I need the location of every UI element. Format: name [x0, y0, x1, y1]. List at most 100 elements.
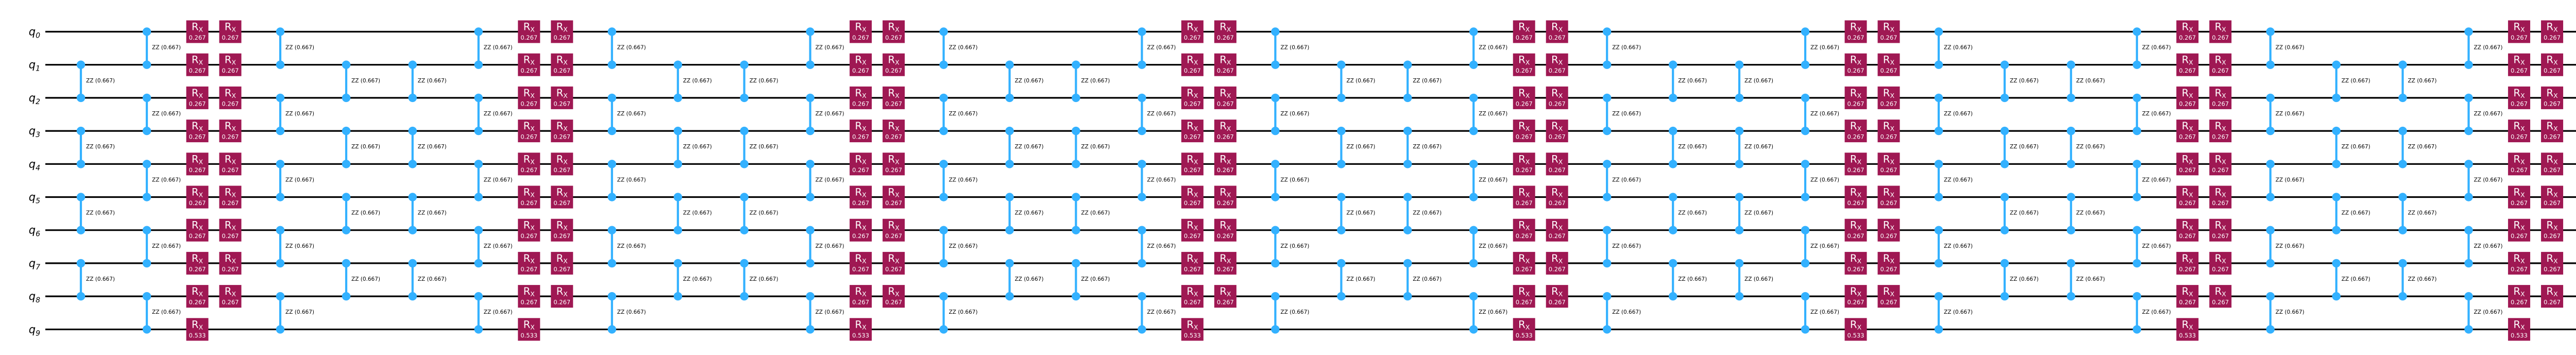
rzz-gate-q0-q1: ZZ (0.667): [276, 27, 314, 69]
rx-gate-q9: RX0.533: [2176, 318, 2199, 341]
rzz-control-dot: [1469, 226, 1478, 234]
rzz-gate-q7-q8: ZZ (0.667): [1337, 259, 1375, 301]
rx-box: [2508, 318, 2531, 341]
rx-angle-value: 0.267: [520, 166, 537, 174]
rx-box: [1513, 86, 1535, 109]
rx-gate-label: RX: [2182, 252, 2194, 265]
rx-gate-q0: RX0.267: [2209, 20, 2232, 43]
rx-gate-label: RX: [2182, 285, 2194, 298]
rx-box: [1513, 218, 1535, 242]
rx-box: [1877, 120, 1900, 143]
rzz-control-dot: [673, 259, 683, 268]
rx-box: [1513, 185, 1535, 209]
rx-box: [186, 285, 209, 308]
rx-gate-q8: RX0.267: [1513, 285, 1535, 308]
rx-box: [186, 251, 209, 275]
rzz-gate-q7-q8: ZZ (0.667): [1005, 259, 1044, 301]
rzz-control-dot: [142, 292, 151, 301]
rzz-gate-q2-q3: ZZ (0.667): [2132, 93, 2171, 136]
rx-gate-label: RX: [888, 252, 900, 265]
rzz-gate-q0-q1: ZZ (0.667): [939, 27, 978, 69]
rx-gate-label: RX: [523, 252, 535, 265]
rx-gate-label: RX: [1187, 252, 1198, 265]
rzz-control-dot: [2066, 226, 2075, 234]
rx-box: [1546, 120, 1568, 143]
rx-box: [2508, 53, 2531, 76]
rzz-angle-label: ZZ (0.667): [1744, 144, 1773, 150]
rx-angle-value: 0.267: [1880, 67, 1897, 74]
rzz-gate-q2-q3: ZZ (0.667): [806, 93, 844, 136]
rx-box: [2176, 153, 2199, 176]
rzz-angle-label: ZZ (0.667): [949, 177, 978, 183]
rzz-gate-q4-q5: ZZ (0.667): [1801, 160, 1839, 201]
rzz-control-dot: [607, 193, 617, 201]
rx-gate-q8: RX0.267: [1844, 285, 1867, 308]
rzz-control-dot: [2464, 226, 2473, 234]
rx-angle-value: 0.267: [1549, 199, 1566, 207]
rzz-gate-q1-q2: ZZ (0.667): [342, 60, 380, 103]
rx-gate-q4: RX0.267: [518, 153, 540, 176]
rzz-angle-label: ZZ (0.667): [1280, 243, 1309, 249]
rzz-angle-label: ZZ (0.667): [1612, 309, 1641, 315]
rx-gate-label: RX: [1850, 54, 1862, 66]
rx-gate-label: RX: [2547, 187, 2558, 199]
rx-gate-label: RX: [855, 120, 867, 132]
rzz-control-dot: [607, 93, 617, 103]
rzz-control-dot: [1271, 292, 1280, 301]
rzz-control-dot: [2398, 259, 2407, 268]
rzz-control-dot: [2464, 193, 2473, 201]
rzz-control-dot: [806, 93, 815, 103]
rx-gate-q5: RX0.267: [186, 185, 209, 209]
rzz-gate-q3-q4: ZZ (0.667): [1669, 126, 1707, 168]
rzz-control-dot: [2066, 93, 2075, 103]
rzz-angle-label: ZZ (0.667): [351, 144, 380, 150]
rx-gate-q7: RX0.267: [850, 251, 872, 275]
rzz-angle-label: ZZ (0.667): [750, 144, 778, 150]
rx-gate-q1: RX0.267: [1214, 53, 1236, 76]
rx-gate-q5: RX0.267: [1546, 185, 1568, 209]
rx-gate-q8: RX0.267: [2508, 285, 2531, 308]
rzz-angle-label: ZZ (0.667): [2408, 276, 2437, 282]
rx-angle-value: 0.267: [1217, 199, 1234, 207]
rzz-control-dot: [1271, 259, 1280, 268]
rzz-angle-label: ZZ (0.667): [285, 45, 314, 51]
rzz-control-dot: [2066, 160, 2075, 168]
rzz-gate-q6-q7: ZZ (0.667): [1138, 226, 1176, 268]
rx-angle-value: 0.267: [222, 100, 239, 107]
rx-angle-value: 0.267: [2511, 199, 2528, 207]
rx-angle-value: 0.267: [2544, 299, 2561, 306]
rx-angle-value: 0.267: [1848, 34, 1865, 41]
rzz-control-dot: [276, 193, 285, 201]
rzz-control-dot: [1669, 259, 1677, 268]
rzz-control-dot: [1669, 60, 1677, 69]
rzz-control-dot: [2332, 160, 2341, 168]
rzz-control-dot: [939, 160, 948, 168]
rzz-angle-label: ZZ (0.667): [86, 144, 115, 150]
rx-angle-value: 0.267: [189, 67, 206, 74]
rx-gate-label: RX: [855, 21, 867, 33]
rx-angle-value: 0.267: [885, 265, 902, 273]
rx-angle-value: 0.267: [2212, 166, 2229, 174]
rzz-control-dot: [1603, 93, 1612, 103]
rzz-control-dot: [1669, 292, 1677, 301]
rx-angle-value: 0.267: [553, 199, 570, 207]
rx-gate-label: RX: [1850, 153, 1862, 165]
rzz-control-dot: [1934, 60, 1943, 69]
rx-angle-value: 0.267: [2511, 166, 2528, 174]
rx-gate-label: RX: [1518, 187, 1530, 199]
rzz-control-dot: [1005, 193, 1014, 201]
rx-box: [186, 120, 209, 143]
rzz-control-dot: [1072, 60, 1080, 69]
rzz-control-dot: [2398, 193, 2407, 201]
rzz-gate-q8-q9: ZZ (0.667): [276, 292, 314, 334]
rzz-control-dot: [1603, 226, 1612, 234]
rzz-control-dot: [1735, 60, 1744, 69]
rzz-gate-q4-q5: ZZ (0.667): [2266, 160, 2304, 201]
rzz-control-dot: [1801, 27, 1810, 36]
rx-gate-q8: RX0.267: [1181, 285, 1204, 308]
rzz-angle-label: ZZ (0.667): [1081, 144, 1110, 150]
rx-box: [2176, 285, 2199, 308]
rx-gate-q9: RX0.533: [1181, 318, 1204, 341]
rzz-angle-label: ZZ (0.667): [1147, 111, 1176, 117]
rx-gate-label: RX: [888, 219, 900, 232]
